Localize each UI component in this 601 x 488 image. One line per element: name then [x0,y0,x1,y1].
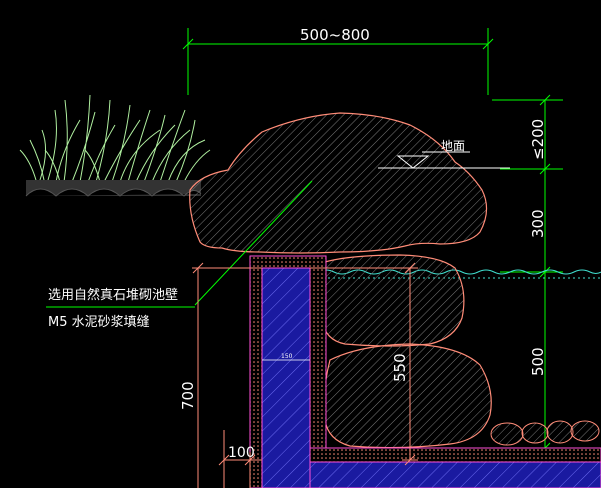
middle-stone [319,254,465,347]
dimension-100 [218,430,262,488]
dimension-top-width-text: 500~800 [300,26,370,44]
top-boulder [189,112,488,254]
note-leader [46,180,313,308]
pool-floor-slab [309,461,601,488]
ground-label: 地面 [441,139,465,153]
dimension-wall-thickness-text: 150 [281,353,293,360]
ground-level-marker-icon [378,151,510,169]
pebbles [490,420,600,446]
pool-floor-mortar [309,447,601,463]
dimension-550-text: 550 [391,353,409,382]
dimension-left-700 [192,262,262,488]
grass-clump-icon [19,94,211,183]
note-line-1: 选用自然真石堆砌池壁 [48,287,178,303]
soil-strip [25,180,202,197]
dimension-100-text: 100 [228,445,255,461]
dimension-550 [310,262,418,466]
dimension-700-text: 700 [179,381,197,410]
dimension-500-text: 500 [529,347,547,376]
dimension-300-text: 300 [529,209,547,238]
dimension-lte200-text: ≤200 [529,119,547,160]
wall-core [261,267,311,488]
dimension-top-width [182,28,494,95]
note-line-2: M5 水泥砂浆填缝 [48,315,150,330]
